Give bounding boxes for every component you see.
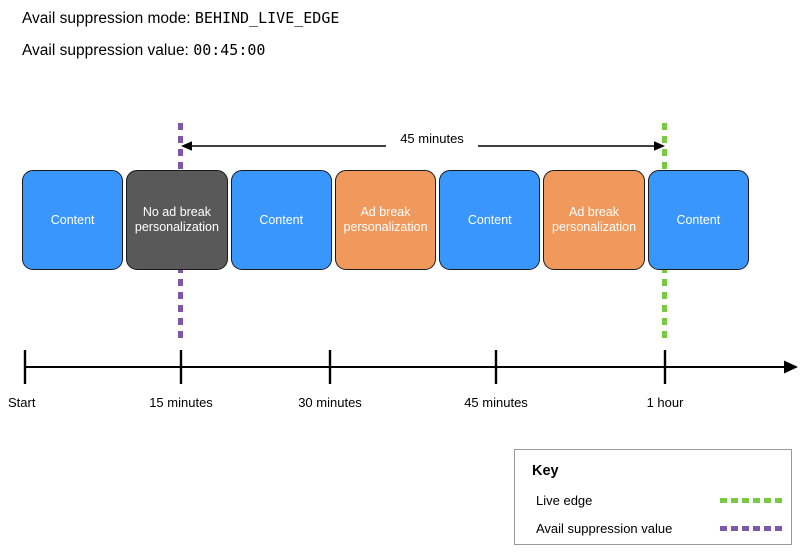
- key-swatch-avail-suppression: [720, 526, 782, 531]
- timeline-block: Content: [439, 170, 541, 270]
- timeline-blocks: Content No ad break personalization Cont…: [22, 170, 749, 270]
- key-title: Key: [532, 463, 559, 479]
- key-item-label-avail-suppression: Avail suppression value: [536, 521, 673, 536]
- avail-suppression-value-label: Avail suppression value:: [22, 42, 189, 59]
- timeline-block: Ad break personalization: [543, 170, 645, 270]
- timeline-block-label: Ad break personalization: [552, 205, 637, 234]
- timeline-block-label: Ad break personalization: [343, 205, 428, 234]
- timeline-block: Content: [647, 170, 749, 270]
- timeline-block: No ad break personalization: [126, 170, 228, 270]
- timeline-axis: [23, 350, 798, 384]
- timeline-block-label: Content: [50, 212, 95, 227]
- timeline-block-label: Content: [259, 212, 304, 227]
- axis-tick-label: 15 minutes: [149, 395, 213, 410]
- avail-suppression-value-value: 00:45:00: [193, 41, 266, 59]
- duration-measure-label: 45 minutes: [386, 131, 478, 147]
- timeline-block-label: No ad break personalization: [134, 205, 219, 234]
- timeline-block: Content: [22, 170, 124, 270]
- key-item-label-live-edge: Live edge: [536, 493, 593, 508]
- avail-suppression-mode-line: Avail suppression mode: BEHIND_LIVE_EDGE: [22, 9, 339, 28]
- avail-suppression-mode-value: BEHIND_LIVE_EDGE: [194, 9, 340, 27]
- timeline-block: Ad break personalization: [334, 170, 437, 270]
- axis-tick-label: Start: [8, 395, 36, 410]
- axis-tick-label: 30 minutes: [298, 395, 362, 410]
- key-legend-box: Key Live edge Avail suppression value: [514, 449, 792, 545]
- key-swatch-live-edge: [720, 498, 782, 503]
- timeline-block-label: Content: [676, 212, 721, 227]
- axis-tick-label: 1 hour: [646, 395, 684, 410]
- axis-tick-label: 45 minutes: [464, 395, 528, 410]
- timeline-block: Content: [230, 170, 332, 270]
- timeline-block-label: Content: [467, 212, 512, 227]
- avail-suppression-value-line: Avail suppression value: 00:45:00: [22, 41, 265, 60]
- avail-suppression-mode-label: Avail suppression mode:: [22, 10, 191, 27]
